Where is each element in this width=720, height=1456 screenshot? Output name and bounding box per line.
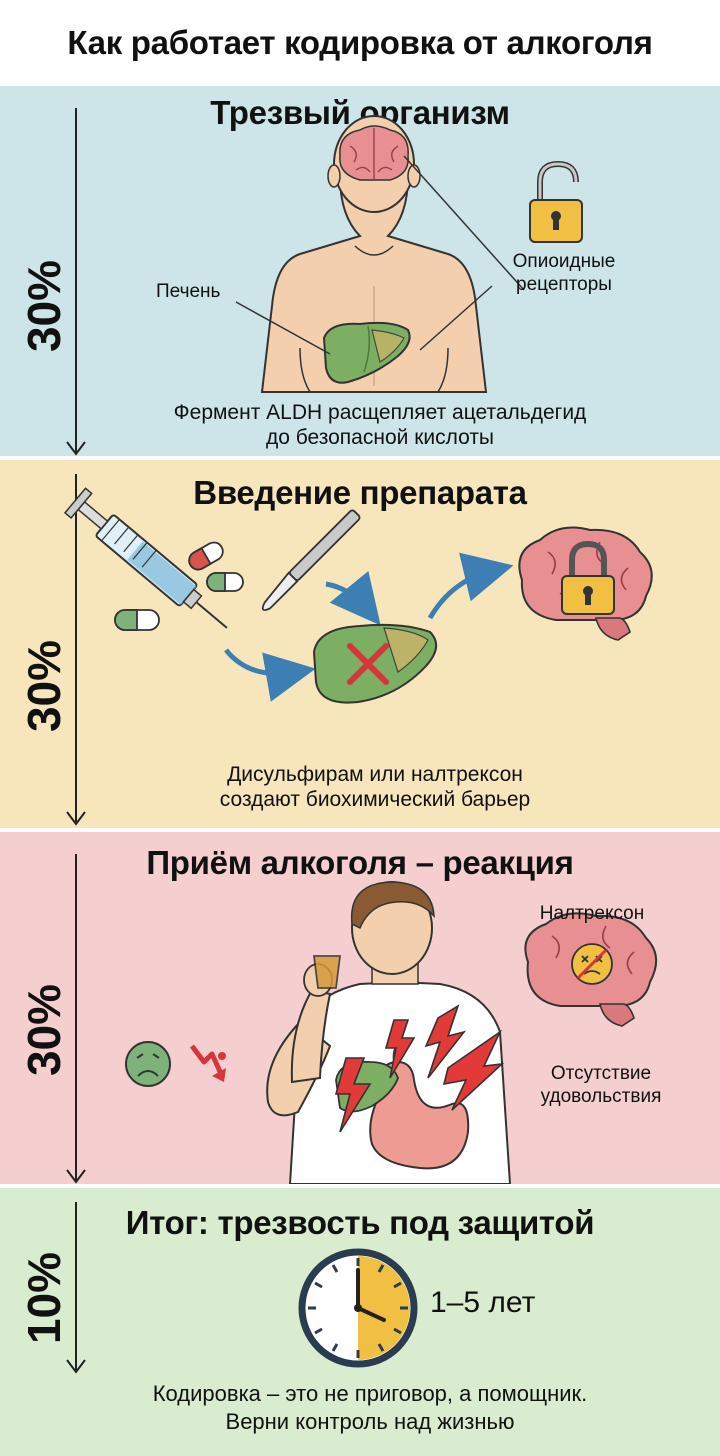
liver-icon [312,623,437,704]
syringe-icon [63,487,228,629]
cross-mark-icon [347,643,389,685]
section-caption: Кодировка – это не приговор, а помощник.… [152,1381,588,1434]
section-alcohol-reaction: Приём алкоголя – реакция 30% [0,832,720,1184]
duration-label: 1–5 лет [430,1286,536,1319]
reaction-illustration [125,881,657,1184]
pill-icon [114,541,244,631]
section-title: Приём алкоголя – реакция [146,844,574,881]
lightning-icon [334,1004,505,1133]
progress-arrow [64,854,88,1184]
section-sober-body: Трезвый организм 30% [0,86,720,456]
section-caption: Фермент ALDH расщепляет ацетальдегид до … [173,401,587,449]
body-illustration [235,115,583,393]
section-title: Введение препарата [193,474,527,511]
progress-arrow [64,108,88,456]
no-pleasure-label: Отсутствие удовольствия [540,1063,662,1107]
brain-icon [339,125,409,181]
sad-face-icon [125,1041,171,1087]
lock-icon [561,540,615,615]
section-outcome: Итог: трезвость под защитой 10% [0,1188,720,1456]
clock-illustration [298,1248,418,1368]
clock-icon [298,1248,418,1368]
naltrexone-label: Налтрексон [539,903,645,924]
section-drug-administration: Введение препарата 30% [0,460,720,828]
liver-icon [322,321,411,384]
brain-icon [518,526,653,641]
receptors-label: Опиоидные рецепторы [512,251,616,295]
section-title: Итог: трезвость под защитой [125,1204,595,1241]
drug-illustration [63,487,653,704]
progress-arrow [64,474,88,826]
progress-arrow [64,1202,88,1374]
lock-icon [529,160,583,243]
page-title: Как работает кодировка от алкоголя [0,0,720,86]
section-caption: Дисульфирам или налтрексон создают биохи… [219,763,531,811]
down-arrow-icon [190,1044,226,1082]
brain-icon [524,912,657,1027]
scalpel-icon [261,509,361,611]
liver-label: Печень [156,281,221,302]
